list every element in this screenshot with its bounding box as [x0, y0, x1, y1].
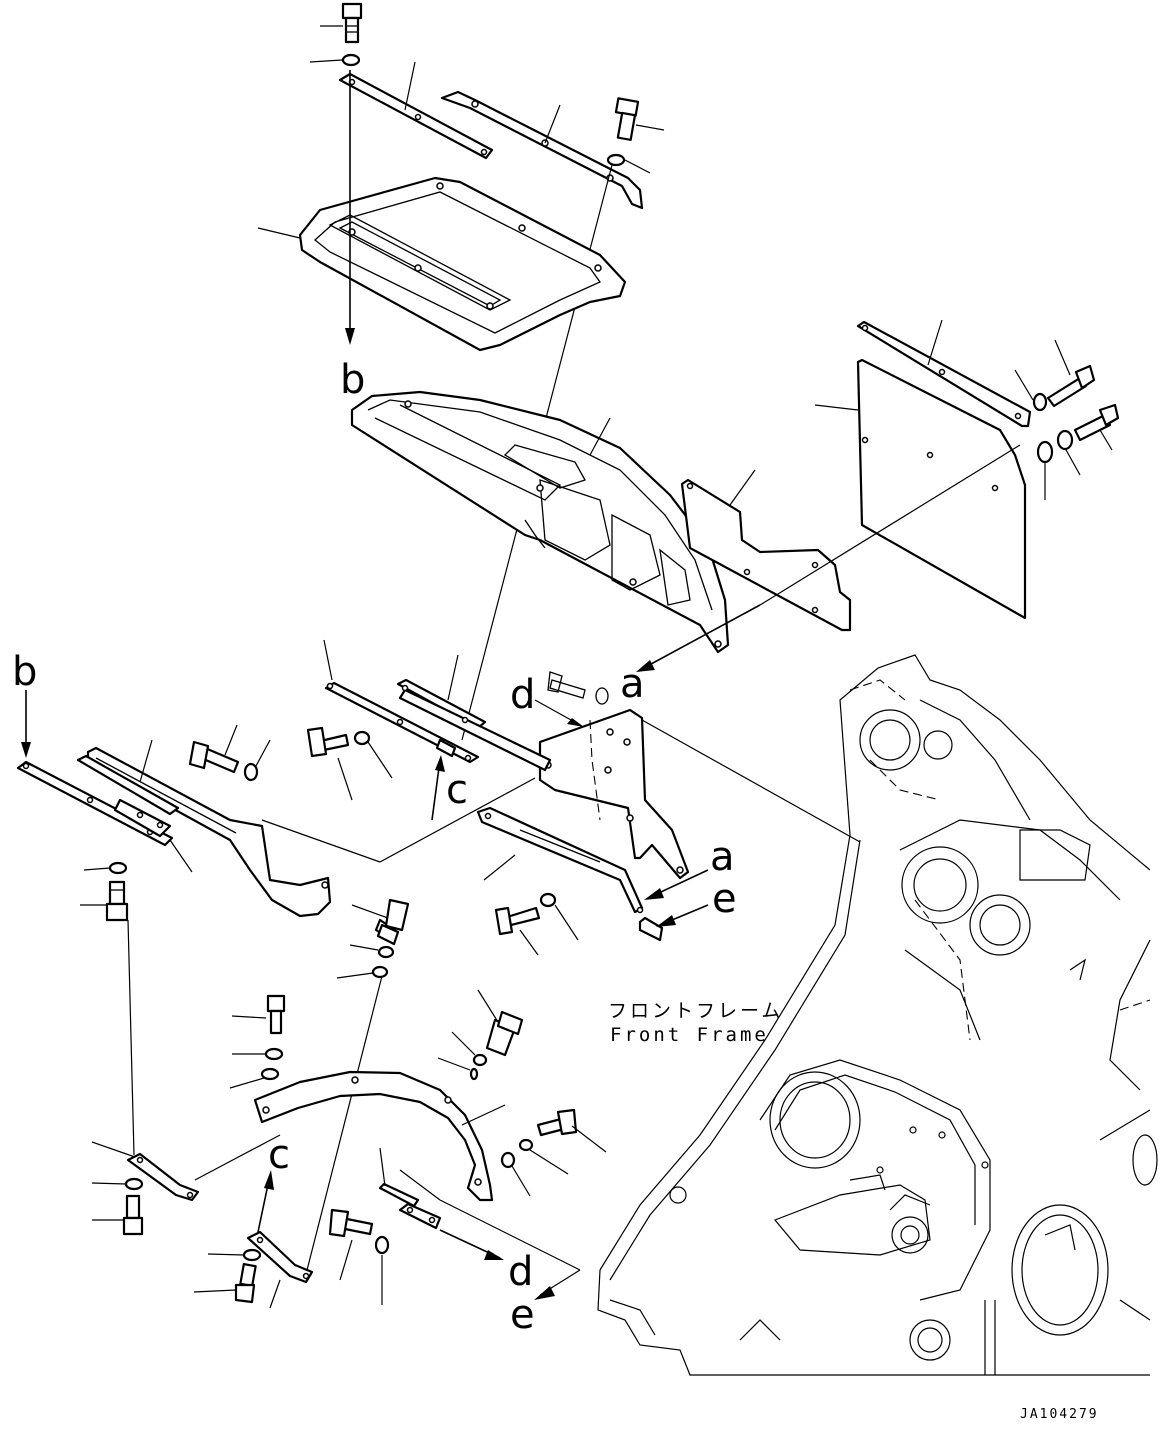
fender	[350, 390, 730, 654]
caption-japanese: フロントフレーム	[608, 1000, 783, 1022]
drawing-code: JA104279	[1020, 1407, 1099, 1422]
caption-english: Front Frame	[610, 1024, 769, 1046]
bolt-top	[320, 2, 363, 44]
washer	[341, 53, 361, 67]
bolt-lower-2	[477, 989, 524, 1057]
label-b-top: b	[340, 357, 365, 403]
bracket	[538, 708, 690, 880]
label-e-upper: e	[712, 876, 737, 922]
bolt-lower-4	[328, 1208, 374, 1281]
bolt-left-1	[188, 724, 240, 774]
lower-rail	[476, 806, 644, 914]
front-frame	[597, 654, 1158, 1376]
label-d-lower: d	[508, 1249, 533, 1295]
arc-bracket	[253, 1070, 494, 1202]
upper-assembly: b	[257, 2, 1120, 741]
channel-bar	[440, 90, 644, 210]
bolt-flap-2	[1073, 403, 1120, 451]
top-cover	[257, 176, 627, 352]
bolt-flap-1	[1046, 339, 1096, 408]
label-a-lower: a	[710, 834, 735, 880]
long-arm	[86, 746, 332, 918]
mud-flap	[856, 358, 1027, 620]
label-c-upper: c	[446, 767, 468, 813]
bolt-mid-1	[306, 726, 353, 801]
washer	[606, 153, 626, 167]
label-d-upper: d	[510, 672, 535, 718]
lower-assembly	[91, 898, 607, 1309]
bolt-lower-1	[351, 898, 410, 946]
label-c-lower: c	[268, 1132, 290, 1178]
label-e-lower: e	[510, 1292, 535, 1338]
bolt-upper-right	[614, 97, 665, 141]
left-assembly	[16, 690, 536, 1156]
label-b-left: b	[12, 649, 37, 695]
bolt-lower-3	[536, 1108, 607, 1153]
side-plate	[680, 478, 852, 632]
middle-assembly	[306, 639, 861, 956]
label-a-upper: a	[620, 661, 645, 707]
bolt-mid-2	[494, 906, 541, 956]
